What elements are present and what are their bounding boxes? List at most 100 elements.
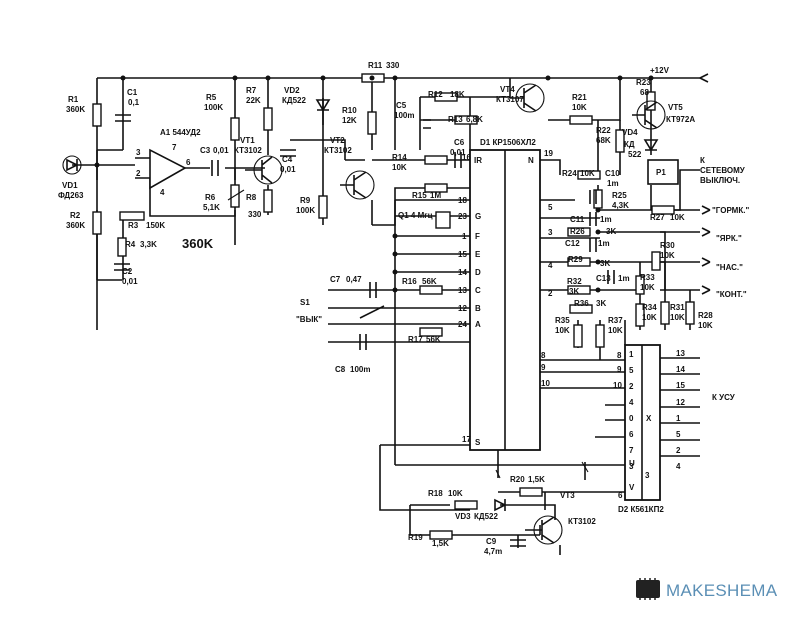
- d2-right-14: 14: [676, 365, 685, 374]
- vt4-name: VT4: [500, 85, 515, 94]
- wires: [72, 77, 700, 555]
- junction-dots: [94, 75, 654, 293]
- d2-left-8: 8: [541, 351, 546, 360]
- ic-d2: [624, 344, 661, 501]
- c9-name: C9: [486, 537, 497, 546]
- d1-pin-15: 15: [458, 250, 467, 259]
- r20-value: 1,5K: [528, 475, 545, 484]
- transistor-vt1: [245, 155, 283, 185]
- r19-body: [429, 530, 453, 540]
- d2-pin-u: U: [629, 459, 635, 468]
- r6-value: 5,1K: [203, 203, 220, 212]
- ic-d1: [469, 149, 541, 451]
- vt1-type: КТ3102: [234, 146, 262, 155]
- r4-name: R4: [125, 240, 136, 249]
- c5-name: C5: [396, 101, 407, 110]
- a1-pin6: 6: [186, 158, 191, 167]
- vd4-type2: 522: [628, 150, 642, 159]
- r8-value: 330: [248, 210, 262, 219]
- d1-pin-1: 1: [462, 232, 467, 241]
- vt2-name: VT2: [330, 136, 345, 145]
- d1-pin-24: 24: [458, 320, 467, 329]
- r22-body: [615, 129, 625, 153]
- handwritten-note: 360K: [182, 236, 214, 251]
- r16-name: R16: [402, 277, 417, 286]
- r32-body: [567, 285, 591, 295]
- d1-pin-s: S: [475, 438, 481, 447]
- c10-plates: [589, 190, 597, 204]
- c8-plates: [359, 334, 367, 350]
- c8-value: 100m: [350, 365, 370, 374]
- r35-body: [573, 324, 583, 348]
- c13-name: C13: [596, 274, 611, 283]
- c6-name: C6: [454, 138, 465, 147]
- r32-value: 3K: [569, 287, 579, 296]
- vt5-type: КТ972А: [666, 115, 695, 124]
- r33-name: R33: [640, 273, 655, 282]
- r30-body: [651, 251, 661, 271]
- r3-body: [119, 211, 145, 221]
- d2-left-9: 9: [541, 363, 546, 372]
- r37-name: R37: [608, 316, 623, 325]
- c3-value: 0,01: [213, 146, 229, 155]
- d2-pin-4: 4: [629, 398, 634, 407]
- r27-value: 10K: [670, 213, 685, 222]
- out-kont: "КОНТ.": [716, 290, 747, 299]
- c8-name: C8: [335, 365, 346, 374]
- c10-name: C10: [605, 169, 620, 178]
- vd1-type: ФД263: [58, 191, 84, 200]
- r29-name: R29: [568, 255, 583, 264]
- r17-name: R17: [408, 335, 423, 344]
- d1-pin-13: 13: [458, 286, 467, 295]
- out-nas: "НАС.": [716, 263, 743, 272]
- r12-name: R12: [428, 90, 443, 99]
- r1-name: R1: [68, 95, 79, 104]
- d2-right-2: 2: [676, 446, 681, 455]
- d2-pin-3: 3: [629, 462, 634, 471]
- d1-pin-12: 12: [458, 304, 467, 313]
- d1-pin-17: 17: [462, 435, 471, 444]
- r26-value: 3K: [606, 227, 616, 236]
- r22-value: 68K: [596, 136, 611, 145]
- d1-pin-d: D: [475, 268, 481, 277]
- relay-line2: СЕТЕВОМУ: [700, 166, 746, 175]
- c3-name: C3: [200, 146, 211, 155]
- r33-body: [635, 275, 645, 295]
- r28-name: R28: [698, 311, 713, 320]
- r34-body: [635, 303, 645, 327]
- relay-line1: К: [700, 156, 705, 165]
- d2-pin-6: 6: [629, 430, 634, 439]
- vd2-type: КД522: [282, 96, 306, 105]
- r37-body: [595, 324, 605, 348]
- out-gormk: "ГОРМК.": [712, 206, 749, 215]
- r3-name: R3: [128, 221, 139, 230]
- r11-name: R11: [368, 61, 383, 70]
- r21-value: 10K: [572, 103, 587, 112]
- c2-plates: [114, 263, 130, 271]
- c11-name: C11: [570, 215, 585, 224]
- d2-right-4: 4: [676, 462, 681, 471]
- c6-value: 0,01: [450, 148, 466, 157]
- out-yark: "ЯРК.": [716, 234, 742, 243]
- d2-pin-1: 1: [629, 350, 634, 359]
- r8-body: [263, 189, 273, 213]
- transistor-vt4: [510, 83, 545, 113]
- r12-value: 18K: [450, 90, 465, 99]
- vt5-name: VT5: [668, 103, 683, 112]
- r7-body: [263, 107, 273, 131]
- trim-arrows: [227, 189, 589, 479]
- s1-label: "ВЫК": [296, 315, 322, 324]
- transistor-vt5: [632, 100, 666, 130]
- diode-vd3: [494, 498, 507, 512]
- p1-name: P1: [656, 168, 666, 177]
- r9-value: 100K: [296, 206, 315, 215]
- r14-name: R14: [392, 153, 407, 162]
- r14-body: [424, 155, 448, 165]
- d2-near-10: 10: [613, 381, 622, 390]
- c2-value: 0,01: [122, 277, 138, 286]
- d2-pin-x: X: [646, 414, 652, 423]
- r13-name: R13: [448, 115, 463, 124]
- d1-pin-e: E: [475, 250, 481, 259]
- r23-value: 68: [640, 88, 649, 97]
- vd2-name: VD2: [284, 86, 300, 95]
